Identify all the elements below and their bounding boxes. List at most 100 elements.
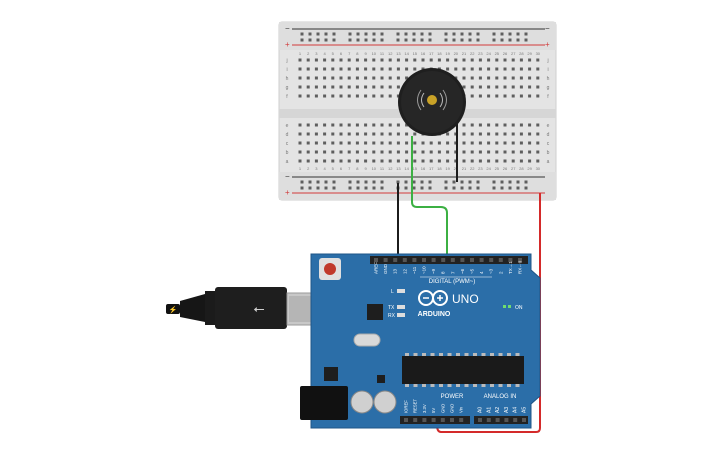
breadboard-hole[interactable]: [429, 141, 433, 145]
rail-hole[interactable]: [348, 38, 352, 42]
breadboard-hole[interactable]: [405, 58, 409, 62]
rail-hole[interactable]: [508, 32, 512, 36]
rail-hole[interactable]: [444, 180, 448, 184]
digital-pin[interactable]: [508, 258, 513, 262]
breadboard-hole[interactable]: [298, 141, 302, 145]
breadboard-hole[interactable]: [495, 150, 499, 154]
breadboard-hole[interactable]: [511, 94, 515, 98]
breadboard-hole[interactable]: [364, 94, 368, 98]
breadboard-hole[interactable]: [421, 58, 425, 62]
breadboard-hole[interactable]: [536, 141, 540, 145]
breadboard-hole[interactable]: [306, 85, 310, 89]
breadboard-hole[interactable]: [495, 58, 499, 62]
breadboard-hole[interactable]: [323, 150, 327, 154]
breadboard-hole[interactable]: [364, 123, 368, 127]
breadboard-hole[interactable]: [446, 141, 450, 145]
breadboard-hole[interactable]: [372, 123, 376, 127]
breadboard-hole[interactable]: [429, 150, 433, 154]
breadboard-hole[interactable]: [446, 58, 450, 62]
breadboard-hole[interactable]: [396, 67, 400, 71]
rail-hole[interactable]: [460, 180, 464, 184]
breadboard-hole[interactable]: [323, 76, 327, 80]
breadboard-hole[interactable]: [388, 94, 392, 98]
breadboard-hole[interactable]: [495, 141, 499, 145]
breadboard-hole[interactable]: [478, 67, 482, 71]
breadboard-hole[interactable]: [306, 159, 310, 163]
breadboard-hole[interactable]: [380, 141, 384, 145]
bottom-pin-holes[interactable]: [404, 418, 526, 422]
breadboard-hole[interactable]: [347, 141, 351, 145]
breadboard-hole[interactable]: [323, 141, 327, 145]
breadboard-hole[interactable]: [528, 150, 532, 154]
rail-hole[interactable]: [420, 186, 424, 190]
rail-hole[interactable]: [332, 186, 336, 190]
breadboard-hole[interactable]: [405, 123, 409, 127]
breadboard-hole[interactable]: [413, 159, 417, 163]
rail-hole[interactable]: [492, 38, 496, 42]
rail-hole[interactable]: [444, 186, 448, 190]
analog-pin[interactable]: [478, 418, 482, 422]
breadboard-hole[interactable]: [306, 76, 310, 80]
breadboard-hole[interactable]: [528, 67, 532, 71]
breadboard-hole[interactable]: [347, 94, 351, 98]
rail-hole[interactable]: [396, 38, 400, 42]
breadboard-hole[interactable]: [380, 67, 384, 71]
rail-hole[interactable]: [500, 180, 504, 184]
breadboard-hole[interactable]: [495, 94, 499, 98]
breadboard-hole[interactable]: [495, 159, 499, 163]
breadboard-hole[interactable]: [364, 85, 368, 89]
rail-hole[interactable]: [372, 186, 376, 190]
breadboard-hole[interactable]: [323, 67, 327, 71]
rail-hole[interactable]: [508, 186, 512, 190]
rail-hole[interactable]: [476, 38, 480, 42]
breadboard-hole[interactable]: [364, 141, 368, 145]
rail-hole[interactable]: [380, 38, 384, 42]
breadboard-hole[interactable]: [446, 132, 450, 136]
breadboard-hole[interactable]: [323, 132, 327, 136]
breadboard-hole[interactable]: [413, 58, 417, 62]
breadboard-hole[interactable]: [388, 123, 392, 127]
digital-pin[interactable]: [489, 258, 494, 262]
breadboard-hole[interactable]: [347, 132, 351, 136]
breadboard-hole[interactable]: [487, 123, 491, 127]
breadboard-hole[interactable]: [298, 159, 302, 163]
breadboard-hole[interactable]: [454, 58, 458, 62]
breadboard-hole[interactable]: [405, 67, 409, 71]
breadboard-hole[interactable]: [347, 159, 351, 163]
rail-hole[interactable]: [428, 180, 432, 184]
breadboard-hole[interactable]: [413, 132, 417, 136]
breadboard-hole[interactable]: [339, 132, 343, 136]
rail-hole[interactable]: [476, 186, 480, 190]
breadboard-hole[interactable]: [478, 141, 482, 145]
breadboard-hole[interactable]: [446, 150, 450, 154]
breadboard-hole[interactable]: [380, 85, 384, 89]
digital-pin[interactable]: [422, 258, 426, 262]
breadboard-hole[interactable]: [536, 67, 540, 71]
breadboard-hole[interactable]: [462, 159, 466, 163]
breadboard-hole[interactable]: [380, 132, 384, 136]
breadboard-hole[interactable]: [364, 67, 368, 71]
breadboard-hole[interactable]: [519, 94, 523, 98]
rail-hole[interactable]: [356, 38, 360, 42]
breadboard-hole[interactable]: [478, 159, 482, 163]
breadboard-hole[interactable]: [478, 94, 482, 98]
breadboard-hole[interactable]: [355, 85, 359, 89]
breadboard-hole[interactable]: [470, 85, 474, 89]
breadboard-hole[interactable]: [372, 150, 376, 154]
rail-hole[interactable]: [500, 32, 504, 36]
power-pin[interactable]: [459, 418, 464, 422]
breadboard-hole[interactable]: [511, 159, 515, 163]
breadboard-hole[interactable]: [528, 58, 532, 62]
breadboard-hole[interactable]: [306, 132, 310, 136]
breadboard-hole[interactable]: [314, 58, 318, 62]
breadboard-hole[interactable]: [487, 76, 491, 80]
digital-pin[interactable]: [393, 258, 398, 262]
digital-pin[interactable]: [470, 258, 474, 262]
breadboard-hole[interactable]: [380, 76, 384, 80]
breadboard-hole[interactable]: [536, 76, 540, 80]
breadboard-hole[interactable]: [446, 159, 450, 163]
breadboard-hole[interactable]: [470, 58, 474, 62]
breadboard-hole[interactable]: [298, 85, 302, 89]
rail-hole[interactable]: [380, 180, 384, 184]
breadboard-hole[interactable]: [536, 58, 540, 62]
